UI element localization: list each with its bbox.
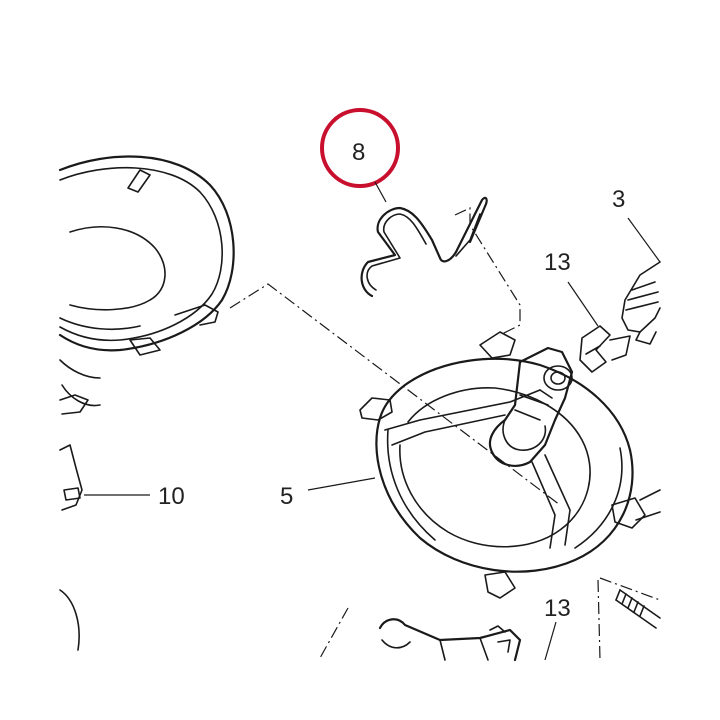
highlight-circle <box>320 108 400 188</box>
callout-3: 3 <box>612 186 625 213</box>
callout-13-bottom: 13 <box>544 595 571 622</box>
right-edge-partial-part <box>635 489 661 521</box>
part-3-connector <box>621 217 661 345</box>
part-13-bottom-connector <box>378 618 557 662</box>
bottom-left-partial-part <box>59 589 80 651</box>
left-housing-part <box>58 155 235 415</box>
callout-10: 10 <box>158 483 185 510</box>
callout-8: 8 <box>352 139 365 166</box>
callout-5: 5 <box>280 483 293 510</box>
part-8-wire-clip <box>360 196 488 298</box>
assembly-guide-lines <box>229 207 661 661</box>
part-8-leader-line <box>374 181 387 203</box>
callout-13-top: 13 <box>544 249 571 276</box>
part-10-bracket <box>59 444 150 511</box>
part-13-top-clip <box>567 281 631 373</box>
part-5-ring-bracket <box>307 331 646 599</box>
bottom-bolt <box>615 589 661 629</box>
